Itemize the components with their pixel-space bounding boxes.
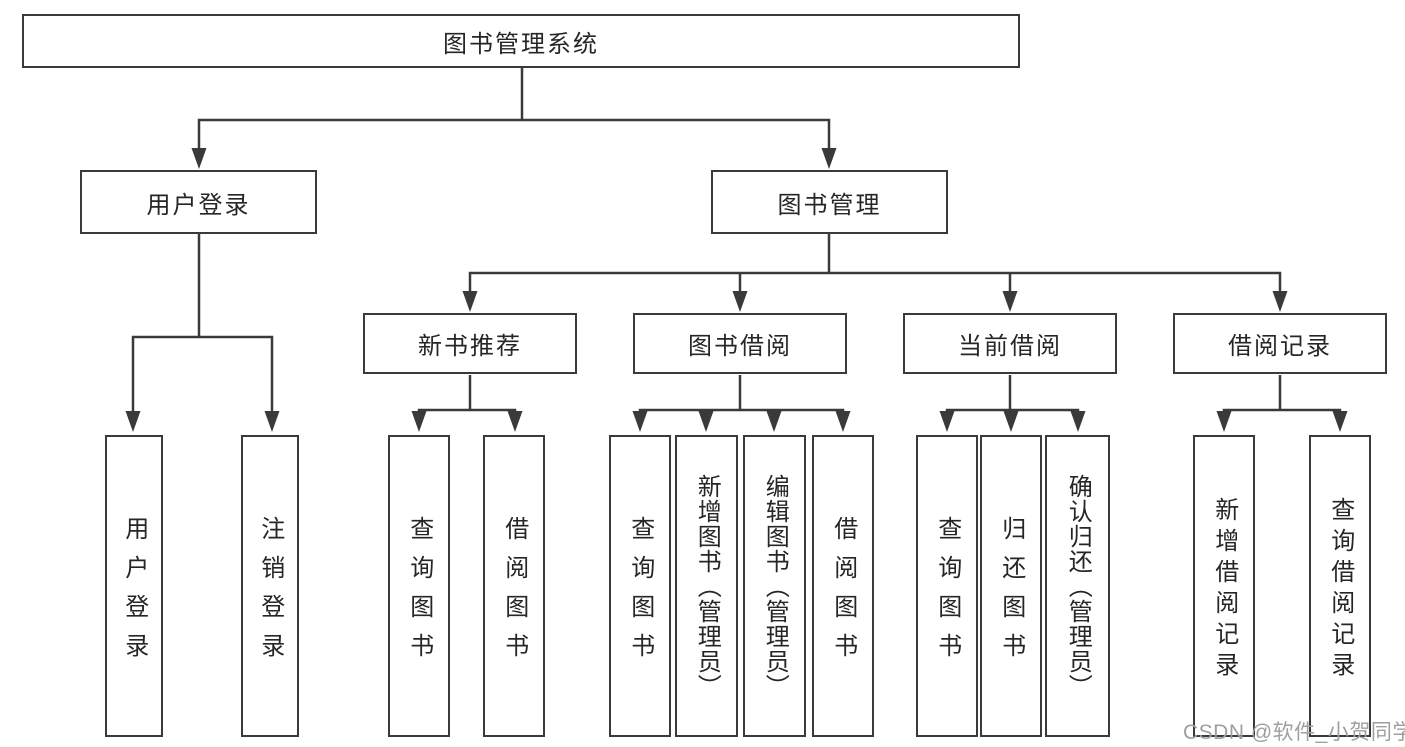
- node-user-login: 用户登录: [80, 170, 317, 234]
- node-borrow-records: 借阅记录: [1173, 313, 1387, 374]
- node-label: 借阅记录: [1228, 333, 1332, 360]
- leaf-add-borrow-record: 新增借阅记录: [1193, 435, 1255, 737]
- node-label: 归还图书: [997, 515, 1025, 672]
- node-label: 查询图书: [405, 515, 433, 672]
- node-label: 查询图书: [933, 515, 961, 672]
- node-label: 图书管理系统: [443, 30, 599, 58]
- leaf-user-login: 用户登录: [105, 435, 163, 737]
- node-label: 用户登录: [146, 191, 251, 219]
- leaf-query-books-recommend: 查询图书: [388, 435, 450, 737]
- node-label: 编辑图书（管理员）: [761, 474, 789, 699]
- node-label: 确认归还（管理员）: [1064, 474, 1092, 699]
- leaf-add-book-admin: 新增图书（管理员）: [675, 435, 738, 737]
- leaf-borrow-books-recommend: 借阅图书: [483, 435, 545, 737]
- leaf-query-books-borrow: 查询图书: [609, 435, 671, 737]
- node-new-book-recommend: 新书推荐: [363, 313, 577, 374]
- leaf-confirm-return-admin: 确认归还（管理员）: [1045, 435, 1110, 737]
- leaf-return-book: 归还图书: [980, 435, 1042, 737]
- leaf-query-books-current: 查询图书: [916, 435, 978, 737]
- node-label: 查询借阅记录: [1326, 496, 1354, 683]
- node-label: 借阅图书: [500, 515, 528, 672]
- leaf-edit-book-admin: 编辑图书（管理员）: [743, 435, 806, 737]
- node-label: 图书借阅: [688, 333, 792, 360]
- leaf-borrow-books-borrow: 借阅图书: [812, 435, 874, 737]
- node-label: 新增借阅记录: [1210, 496, 1238, 683]
- node-label: 当前借阅: [958, 333, 1062, 360]
- node-label: 新书推荐: [418, 333, 522, 360]
- node-label: 注销登录: [256, 515, 284, 672]
- node-label: 借阅图书: [829, 515, 857, 672]
- node-label: 查询图书: [626, 515, 654, 672]
- node-label: 用户登录: [120, 515, 148, 672]
- node-book-borrow: 图书借阅: [633, 313, 847, 374]
- watermark: CSDN @软件_小贺同学: [1183, 721, 1405, 744]
- leaf-query-borrow-record: 查询借阅记录: [1309, 435, 1371, 737]
- node-current-borrow: 当前借阅: [903, 313, 1117, 374]
- leaf-logout: 注销登录: [241, 435, 299, 737]
- node-book-management: 图书管理: [711, 170, 948, 234]
- node-label: 图书管理: [777, 191, 882, 219]
- node-label: 新增图书（管理员）: [693, 474, 721, 699]
- node-root-system: 图书管理系统: [22, 14, 1020, 68]
